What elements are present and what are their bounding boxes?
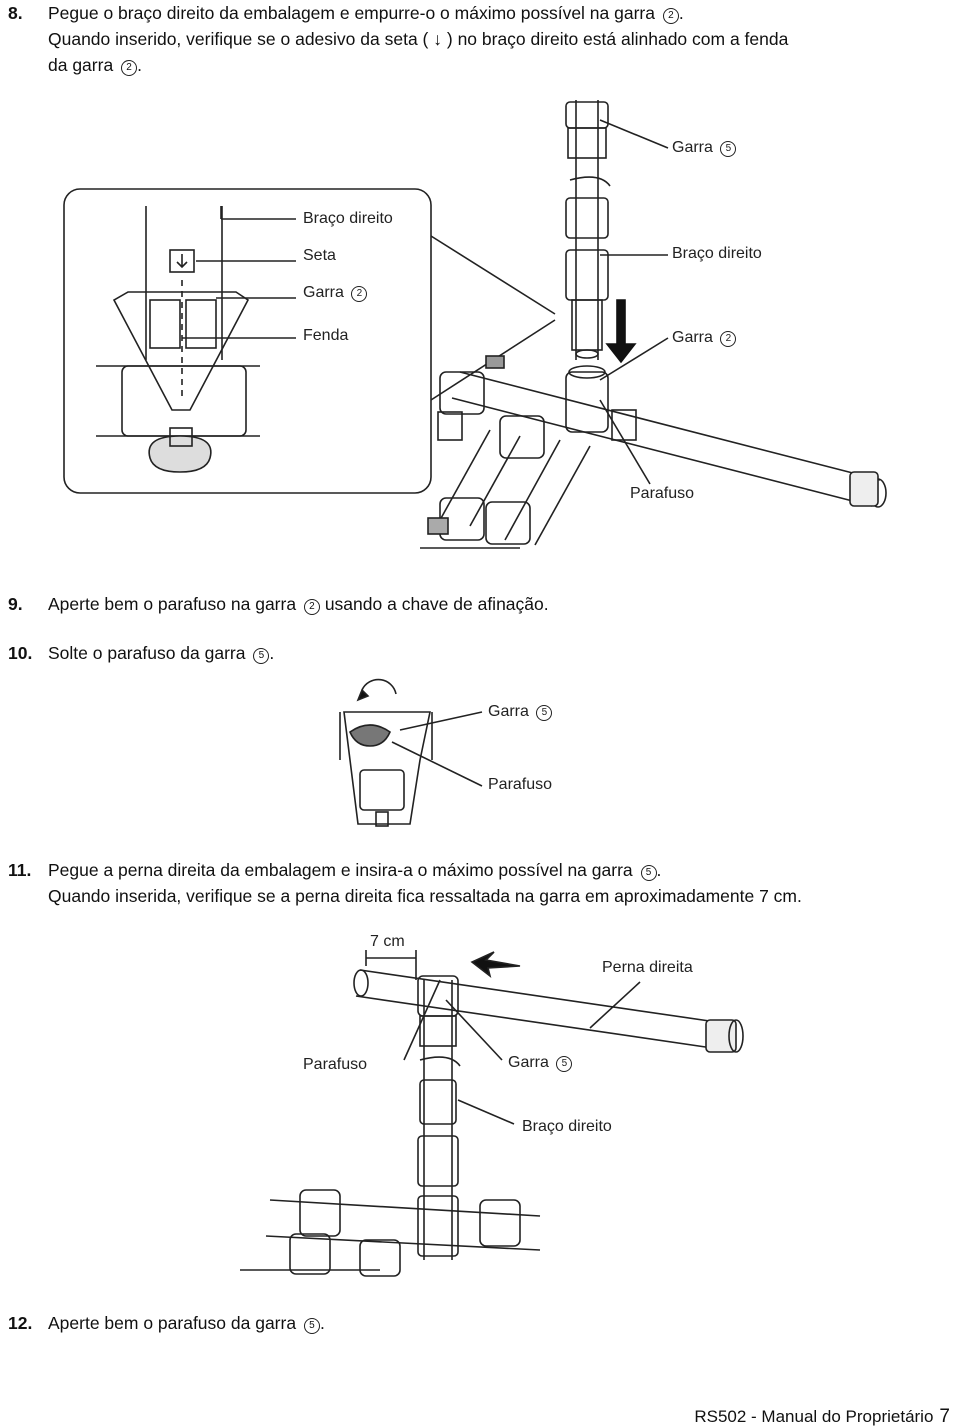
- page-footer: RS502 - Manual do Proprietário 7: [694, 1406, 950, 1428]
- figure2-illustration: [339, 678, 483, 827]
- circled-number: 2: [662, 8, 679, 24]
- punctuation: .: [137, 55, 142, 75]
- step-text: usando a chave de afinação.: [324, 594, 549, 614]
- circled-number: 2: [121, 60, 138, 76]
- label-parafuso: Parafuso: [630, 485, 695, 502]
- step-12: 12. Aperte bem o parafuso da garra 5.: [8, 1310, 325, 1336]
- step-number: 11.: [8, 860, 32, 880]
- label-text: Garra: [303, 284, 344, 301]
- insert-direction-arrow: [605, 299, 637, 364]
- step-text: da garra: [48, 55, 114, 75]
- step-text: Pegue o braço direito da embalagem e emp…: [48, 3, 655, 23]
- label-parafuso-fig2: Parafuso: [488, 776, 553, 793]
- arrow-sticker: [169, 249, 195, 273]
- circled-number: 2: [303, 599, 320, 615]
- label-garra-2: Garra 2: [672, 329, 737, 347]
- sticker-arrow-icon: [176, 254, 188, 269]
- step-number: 8.: [8, 3, 23, 23]
- thumbscrew: [349, 724, 391, 747]
- figure3-illustration: [240, 950, 744, 1277]
- step-text: Pegue a perna direita da embalagem e ins…: [48, 860, 633, 880]
- circled-number: 2: [351, 286, 368, 302]
- label-text: Garra: [672, 329, 713, 346]
- label-braco-direito-fig3: Braço direito: [522, 1118, 612, 1135]
- step-9: 9. Aperte bem o parafuso na garra 2 usand…: [8, 591, 549, 617]
- label-braco-direito: Braço direito: [672, 245, 762, 262]
- step-text: Aperte bem o parafuso na garra: [48, 594, 297, 614]
- step-text: ) no braço direito está alinhado com a f…: [446, 29, 789, 49]
- label-garra-5: Garra 5: [672, 139, 737, 157]
- step-number: 12.: [8, 1313, 33, 1333]
- figure1-illustration: [63, 100, 887, 549]
- circled-number: 5: [303, 1318, 320, 1334]
- punctuation: .: [656, 860, 662, 880]
- page-number: 7: [939, 1406, 950, 1427]
- label-parafuso-fig3: Parafuso: [303, 1056, 368, 1073]
- label-garra-5-fig2: Garra 5: [488, 703, 553, 721]
- arrow-down-icon: ↓: [433, 29, 442, 49]
- punctuation: .: [678, 3, 684, 23]
- circled-number: 5: [720, 141, 737, 157]
- circled-number: 5: [556, 1056, 573, 1072]
- circled-number: 5: [253, 648, 270, 664]
- label-braco-direito-inset: Braço direito: [303, 210, 393, 227]
- label-text: Garra: [508, 1054, 549, 1071]
- step-text-line: Quando inserida, verifique se a perna di…: [48, 886, 802, 906]
- step-text: Aperte bem o parafuso da garra: [48, 1313, 297, 1333]
- label-text: Garra: [672, 139, 713, 156]
- circled-number: 5: [640, 865, 657, 881]
- inset-frame: [63, 188, 432, 494]
- step-text-line: da garra 2.: [8, 52, 788, 78]
- punctuation: .: [269, 643, 275, 663]
- manual-title: RS502 - Manual do Proprietário: [694, 1407, 934, 1426]
- label-7cm: 7 cm: [370, 933, 405, 950]
- label-text: Garra: [488, 703, 529, 720]
- step-text-line: Quando inserido, verifique se o adesivo …: [8, 26, 788, 52]
- label-perna-direita: Perna direita: [602, 959, 693, 976]
- step-10: 10. Solte o parafuso da garra 5.: [8, 640, 274, 666]
- circled-number: 5: [536, 705, 553, 721]
- label-fenda: Fenda: [303, 327, 349, 344]
- label-seta: Seta: [303, 247, 336, 264]
- label-garra-2-inset: Garra 2: [303, 284, 368, 302]
- circled-number: 2: [720, 331, 737, 347]
- rotation-arrow: [361, 678, 397, 695]
- step-text: Solte o parafuso da garra: [48, 643, 246, 663]
- step-number: 9.: [8, 594, 23, 614]
- step-text: Quando inserido, verifique se o adesivo …: [48, 29, 429, 49]
- step-8: 8. Pegue o braço direito da embalagem e e…: [8, 0, 788, 78]
- step-number: 10.: [8, 643, 33, 663]
- label-garra-5-fig3: Garra 5: [508, 1054, 573, 1072]
- inset-pointer-line: [430, 235, 556, 315]
- step-11: 11. Pegue a perna direita da embalagem e …: [8, 857, 802, 909]
- punctuation: .: [319, 1313, 325, 1333]
